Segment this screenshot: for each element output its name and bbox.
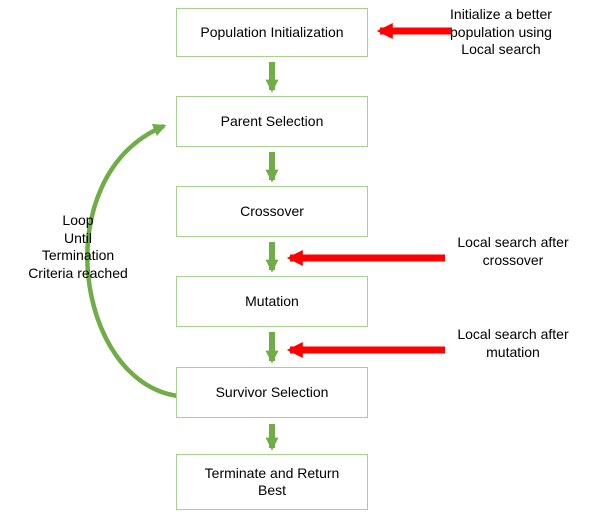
node-terminate-return-best: Terminate and Return Best [176,454,368,510]
node-parent-selection: Parent Selection [176,96,368,147]
annotation-local-search-mutation: Local search after mutation [457,326,569,360]
loop-back-arrow-icon [85,123,179,399]
annotation-initialize-population: Initialize a better population using Loc… [450,6,552,57]
annotation-loop-until-termination: Loop Until Termination Criteria reached [28,212,128,281]
node-survivor-selection: Survivor Selection [176,367,368,418]
node-population-initialization: Population Initialization [176,8,368,57]
annotation-local-search-crossover: Local search after crossover [457,234,569,268]
node-crossover: Crossover [176,186,368,237]
node-mutation: Mutation [176,276,368,327]
annotation-arrows [286,23,452,358]
